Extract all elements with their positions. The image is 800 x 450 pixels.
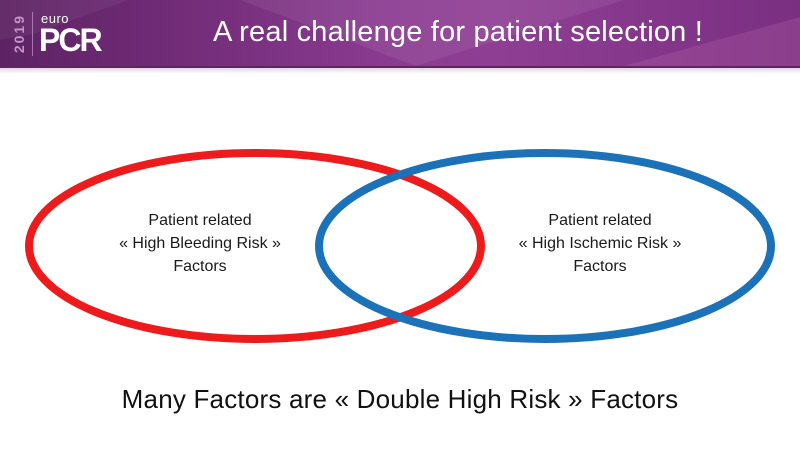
slide-title: A real challenge for patient selection !	[212, 15, 704, 48]
logo-pcr-label: PCR	[39, 22, 103, 58]
ischemic-risk-ellipse	[315, 149, 775, 343]
logo-euro-label: euro	[41, 11, 70, 26]
ischemic-risk-label: Patient related « High Ischemic Risk » F…	[490, 209, 710, 278]
ischemic-risk-line-3: Factors	[573, 258, 627, 275]
conclusion-statement: Many Factors are « Double High Risk » Fa…	[121, 384, 679, 414]
ischemic-risk-line-1: Patient related	[548, 212, 652, 229]
bleeding-risk-line-2: « High Bleeding Risk »	[119, 235, 281, 252]
header-shadow	[0, 68, 800, 74]
logo-divider	[32, 12, 33, 56]
bleeding-risk-ellipse	[25, 149, 485, 343]
logo-brand: euro PCR	[39, 11, 103, 58]
europcr-logo: 2019 euro PCR	[11, 8, 103, 60]
bleeding-risk-line-3: Factors	[173, 258, 227, 275]
bleeding-risk-line-1: Patient related	[148, 212, 252, 229]
ischemic-risk-line-2: « High Ischemic Risk »	[518, 235, 682, 252]
bleeding-risk-label: Patient related « High Bleeding Risk » F…	[90, 209, 310, 278]
